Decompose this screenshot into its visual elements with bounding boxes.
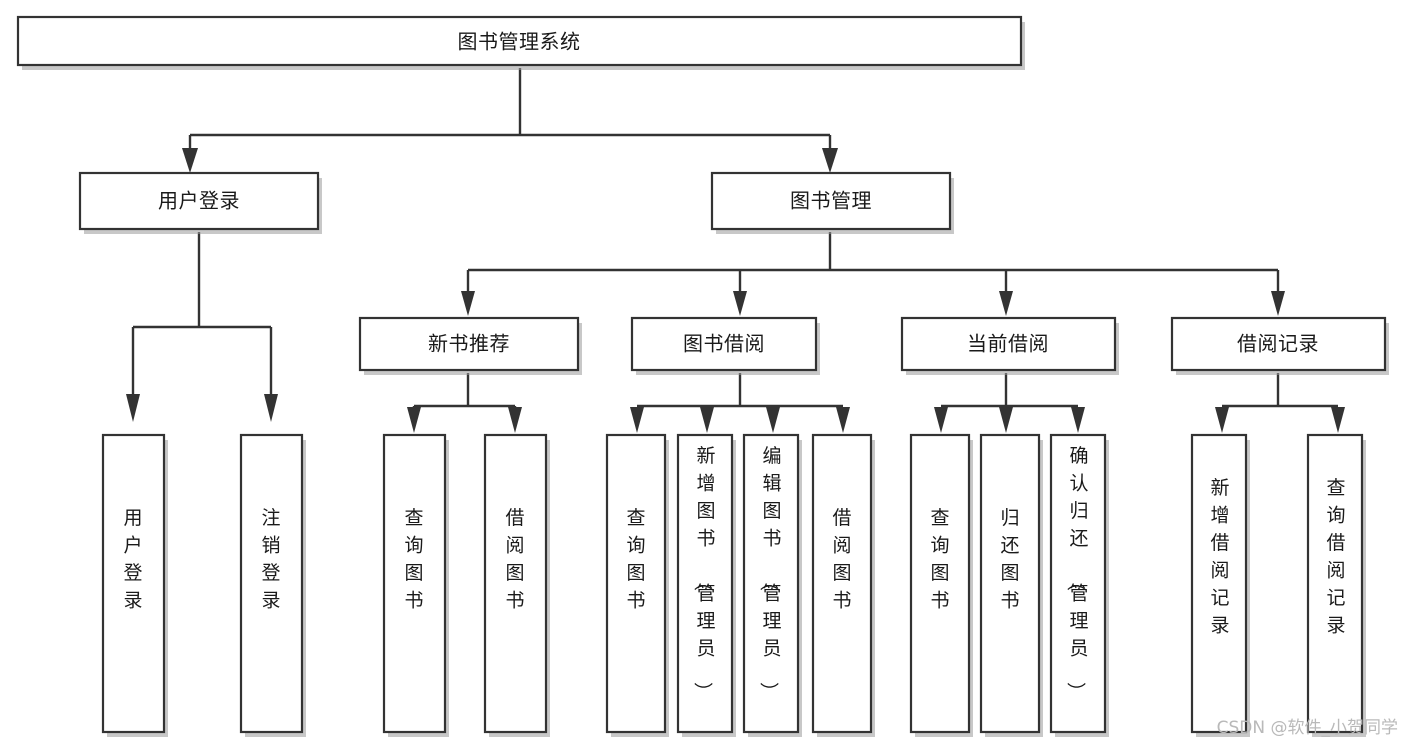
leaf-user-login-1-box[interactable] xyxy=(101,433,166,734)
leaf-borrow-record-2[interactable]: 查询借阅记录 xyxy=(1306,433,1366,737)
watermark-label: CSDN @软件_小贺同学 xyxy=(1217,718,1398,738)
leaf-current-borrow-2[interactable]: 归还图书 xyxy=(979,433,1043,737)
leaf-user-login-2[interactable]: 注销登录 xyxy=(239,433,306,737)
node-book-manage-label: 图书管理 xyxy=(790,189,872,213)
leaf-current-borrow-1[interactable]: 查询图书 xyxy=(909,433,973,737)
arrow-head-leaf-cb-3 xyxy=(1071,407,1085,433)
leaf-book-borrow-1[interactable]: 查询图书 xyxy=(605,433,669,737)
node-borrow-record-box[interactable] xyxy=(1170,316,1387,372)
node-new-book-recommend[interactable]: 新书推荐 xyxy=(358,316,582,375)
node-user-login-label: 用户登录 xyxy=(158,189,240,213)
leaf-nbr-2-label: 借阅图书 xyxy=(505,507,524,612)
node-book-manage-box[interactable] xyxy=(710,171,952,231)
leaf-bb-3-box[interactable] xyxy=(742,433,800,734)
leaf-nbr-1-box[interactable] xyxy=(382,433,447,734)
connector-layer xyxy=(126,68,1345,433)
node-root-label: 图书管理系统 xyxy=(458,30,581,54)
leaf-nbr-2-box[interactable] xyxy=(483,433,548,734)
arrow-head-leaf-bb-2 xyxy=(700,407,714,433)
leaf-new-book-recommend-1[interactable]: 查询图书 xyxy=(382,433,449,737)
leaf-borrow-record-1[interactable]: 新增借阅记录 xyxy=(1190,433,1250,737)
node-current-borrow[interactable]: 当前借阅 xyxy=(900,316,1119,375)
arrow-head-leaf-user-login-1 xyxy=(126,394,140,422)
node-current-borrow-box[interactable] xyxy=(900,316,1117,372)
leaf-user-login-1[interactable]: 用户登录 xyxy=(101,433,168,737)
arrow-head-book-manage xyxy=(822,148,838,173)
leaf-br-1-label: 新增借阅记录 xyxy=(1210,477,1229,637)
leaf-br-2-box[interactable] xyxy=(1306,433,1364,734)
node-user-login[interactable]: 用户登录 xyxy=(78,171,322,234)
leaf-cb-3-box[interactable] xyxy=(1049,433,1107,734)
node-borrow-record-label: 借阅记录 xyxy=(1237,332,1319,356)
arrow-head-leaf-nbr-2 xyxy=(508,407,522,433)
leaf-cb-2-box[interactable] xyxy=(979,433,1041,734)
leaf-book-borrow-3[interactable]: 编辑图书（管理员） xyxy=(742,433,802,737)
leaf-new-book-recommend-2[interactable]: 借阅图书 xyxy=(483,433,550,737)
arrow-head-leaf-nbr-1 xyxy=(407,407,421,433)
arrow-head-current-borrow xyxy=(999,291,1013,316)
leaf-cb-2-label: 归还图书 xyxy=(1000,507,1019,612)
arrow-head-leaf-cb-1 xyxy=(934,407,948,433)
node-new-book-recommend-label: 新书推荐 xyxy=(428,332,510,356)
arrow-head-leaf-br-1 xyxy=(1215,407,1229,433)
leaf-bb-2-box[interactable] xyxy=(676,433,734,734)
leaf-br-1-box[interactable] xyxy=(1190,433,1248,734)
leaf-bb-2-label: 新增图书（管理员） xyxy=(691,445,715,701)
node-new-book-recommend-box[interactable] xyxy=(358,316,580,372)
leaf-user-login-2-label: 注销登录 xyxy=(261,507,280,612)
leaf-bb-1-label: 查询图书 xyxy=(626,507,645,612)
leaf-bb-3-label: 编辑图书（管理员） xyxy=(757,445,781,701)
leaf-bb-1-box[interactable] xyxy=(605,433,667,734)
leaf-user-login-2-box[interactable] xyxy=(239,433,304,734)
leaf-current-borrow-3[interactable]: 确认归还（管理员） xyxy=(1049,433,1109,737)
leaf-nbr-1-label: 查询图书 xyxy=(404,507,423,612)
node-user-login-box[interactable] xyxy=(78,171,320,231)
leaf-br-2-label: 查询借阅记录 xyxy=(1326,477,1345,637)
node-root-box[interactable] xyxy=(16,15,1023,67)
node-book-borrow[interactable]: 图书借阅 xyxy=(630,316,820,375)
leaf-book-borrow-4[interactable]: 借阅图书 xyxy=(811,433,875,737)
node-current-borrow-label: 当前借阅 xyxy=(967,332,1049,356)
arrow-head-leaf-bb-3 xyxy=(766,407,780,433)
arrow-head-leaf-cb-2 xyxy=(999,407,1013,433)
node-book-borrow-label: 图书借阅 xyxy=(683,332,765,356)
arrow-head-borrow-record xyxy=(1271,291,1285,316)
leaf-book-borrow-2[interactable]: 新增图书（管理员） xyxy=(676,433,736,737)
leaf-cb-1-box[interactable] xyxy=(909,433,971,734)
arrow-head-leaf-bb-4 xyxy=(836,407,850,433)
arrow-head-book-borrow xyxy=(733,291,747,316)
leaf-user-login-1-label: 用户登录 xyxy=(123,507,142,612)
arrow-head-user-login xyxy=(182,148,198,173)
arrow-head-new-book-recommend xyxy=(461,291,475,316)
leaf-bb-4-label: 借阅图书 xyxy=(832,507,851,612)
node-borrow-record[interactable]: 借阅记录 xyxy=(1170,316,1389,375)
arrow-head-leaf-user-login-2 xyxy=(264,394,278,422)
leaf-cb-3-label: 确认归还（管理员） xyxy=(1064,445,1088,701)
node-book-manage[interactable]: 图书管理 xyxy=(710,171,954,234)
arrow-head-leaf-bb-1 xyxy=(630,407,644,433)
arrow-head-leaf-br-2 xyxy=(1331,407,1345,433)
node-root[interactable]: 图书管理系统 xyxy=(16,15,1025,70)
node-book-borrow-box[interactable] xyxy=(630,316,818,372)
leaf-bb-4-box[interactable] xyxy=(811,433,873,734)
leaf-cb-1-label: 查询图书 xyxy=(930,507,949,612)
